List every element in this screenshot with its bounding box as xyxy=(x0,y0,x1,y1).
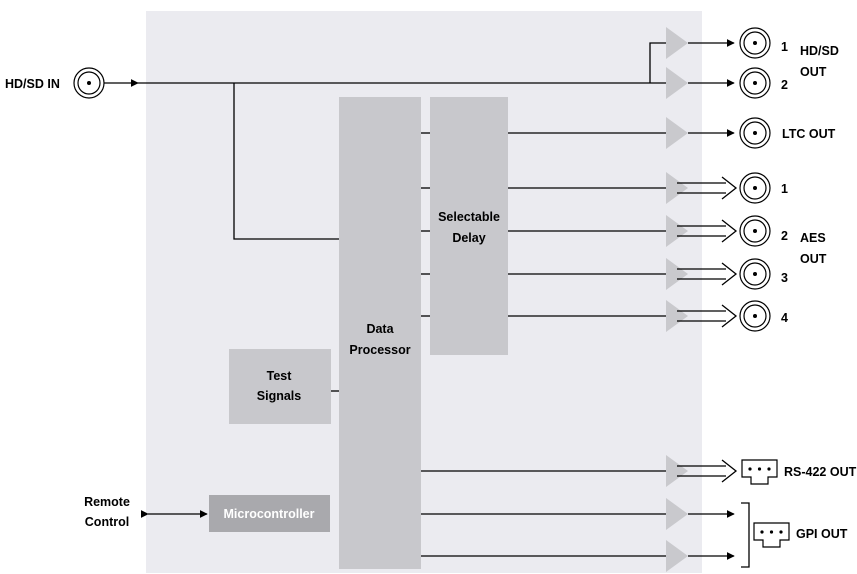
test-signals-label-2: Signals xyxy=(257,389,302,403)
data-processor-block xyxy=(339,97,421,569)
module-panel xyxy=(146,11,702,573)
single-output-arrows xyxy=(688,39,735,560)
gpi-bracket xyxy=(741,502,750,568)
aes-out-4-bnc-icon xyxy=(739,300,771,332)
ltc-out-bnc-icon xyxy=(739,117,771,149)
aes-4-number: 4 xyxy=(781,311,788,325)
data-processor-label-2: Processor xyxy=(349,343,410,357)
test-signals-block xyxy=(229,349,331,424)
hdsd-out-title-2: OUT xyxy=(800,65,827,79)
hdsd-out-2-number: 2 xyxy=(781,78,788,92)
aes-3-number: 3 xyxy=(781,271,788,285)
rs422-out-label: RS-422 OUT xyxy=(784,465,857,479)
gpi-terminal-block-icon xyxy=(753,522,790,548)
hdsd-out-2-bnc-icon xyxy=(739,67,771,99)
remote-label-1: Remote xyxy=(84,495,130,509)
aes-title-1: AES xyxy=(800,231,826,245)
aes-1-number: 1 xyxy=(781,182,788,196)
aes-out-1-bnc-icon xyxy=(739,172,771,204)
input-label: HD/SD IN xyxy=(5,77,60,91)
input-bnc-icon xyxy=(73,67,105,99)
double-output-arrows xyxy=(677,176,738,483)
ltc-out-label: LTC OUT xyxy=(782,127,836,141)
selectable-delay-label-2: Delay xyxy=(452,231,485,245)
selectable-delay-label-1: Selectable xyxy=(438,210,500,224)
hdsd-out-title-1: HD/SD xyxy=(800,44,839,58)
split-to-out1 xyxy=(649,42,666,83)
hdsd-out-1-number: 1 xyxy=(781,40,788,54)
rs422-terminal-block-icon xyxy=(741,459,778,485)
data-processor-label-1: Data xyxy=(366,322,394,336)
aes-2-number: 2 xyxy=(781,229,788,243)
remote-label-2: Control xyxy=(85,515,129,529)
microcontroller-label: Microcontroller xyxy=(224,507,315,521)
aes-out-2-bnc-icon xyxy=(739,215,771,247)
tap-to-processor xyxy=(233,83,339,240)
processor-output-lines xyxy=(421,470,666,557)
selectable-delay-block xyxy=(430,97,508,355)
test-signals-label-1: Test xyxy=(267,369,293,383)
aes-title-2: OUT xyxy=(800,252,827,266)
processor-delay-stubs xyxy=(421,132,430,317)
aes-out-3-bnc-icon xyxy=(739,258,771,290)
gpi-out-label: GPI OUT xyxy=(796,527,848,541)
hdsd-out-1-bnc-icon xyxy=(739,27,771,59)
microcontroller-block xyxy=(209,495,330,532)
delay-output-lines xyxy=(508,132,666,317)
amplifier-triangle-icon xyxy=(666,27,688,572)
